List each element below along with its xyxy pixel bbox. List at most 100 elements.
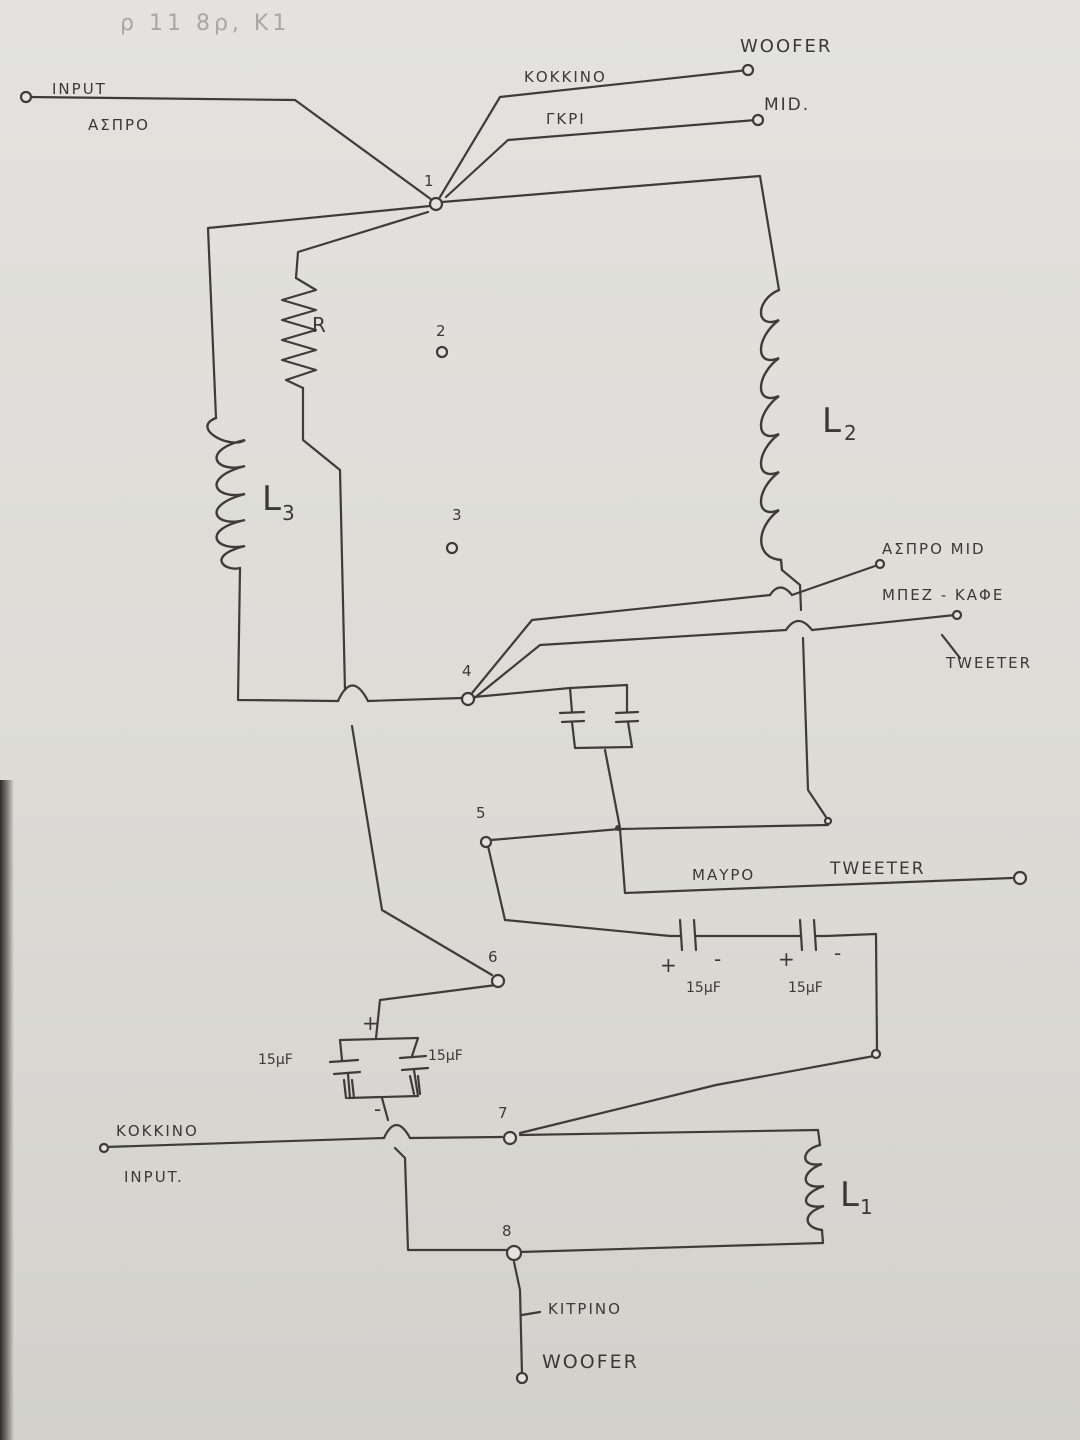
terminal-tweeter-black [1012, 870, 1028, 886]
wire-mid-out [466, 593, 772, 700]
wire-tweeter-hop-out [810, 613, 957, 632]
wire-cap-merge [346, 1094, 420, 1100]
label-cap-tweeter-2: 15μF [788, 980, 823, 996]
node-2-dot [435, 345, 449, 359]
label-l3-main: L [262, 479, 281, 519]
cap-woofer-plus: + [362, 1011, 379, 1035]
terminal-input-bottom [98, 1142, 110, 1154]
wire-hop-node4 [336, 684, 370, 703]
header-scribble: ρ 11 8ρ, K1 [120, 11, 290, 36]
label-mid-top: MID. [764, 95, 810, 115]
wire-right-to-n7 [518, 1054, 876, 1135]
node-label-8: 8 [502, 1222, 512, 1240]
label-l1-main: L [840, 1175, 859, 1215]
wire-n7-l1 [518, 1128, 822, 1147]
tweeter-tick [940, 633, 962, 660]
node-label-1: 1 [424, 172, 434, 190]
node-7 [502, 1130, 518, 1146]
wire-cap-left-up [568, 686, 574, 714]
cap-woofer-right [398, 1036, 430, 1098]
wire-woofer-top [438, 68, 750, 199]
label-mid-top-colour: ΓΚΡΙ [546, 110, 586, 128]
node-8 [505, 1244, 523, 1262]
junction-node5 [615, 825, 621, 831]
label-l2-sub: 2 [844, 421, 857, 445]
node-label-4: 4 [462, 662, 472, 680]
wires [26, 68, 1014, 1377]
wire-right-riser-lower [801, 636, 830, 822]
wire-cap-out [380, 1096, 390, 1122]
wire-n1-right [440, 174, 781, 292]
wire-mid-top [444, 118, 758, 199]
node-4 [460, 691, 476, 707]
junction-caps-right [870, 1048, 882, 1060]
cap-tweeter-1-plus: + [660, 953, 677, 977]
wire-to-node6 [350, 724, 494, 977]
wire-right-riser [780, 568, 803, 612]
node-1 [428, 196, 444, 212]
wire-caps-right [824, 932, 879, 1052]
label-tweeter-black: TWEETER [829, 859, 926, 879]
label-input-bottom-colour: ΚΟΚΚΙΝΟ [116, 1122, 199, 1140]
label-tweeter-black-colour: ΜΑΥΡΟ [692, 866, 755, 884]
node-label-6: 6 [488, 948, 498, 966]
label-tweeter-right: TWEETER [945, 654, 1032, 672]
cap-tweeter-1-minus: - [714, 947, 721, 971]
wire-resistor-down [301, 386, 347, 692]
terminals [19, 63, 1028, 1385]
wire-n8-woofer [512, 1260, 524, 1377]
cap-tweeter-left [668, 918, 708, 952]
terminal-input-top [19, 90, 33, 104]
node-3-dot [445, 541, 459, 555]
label-l1-sub: 1 [860, 1195, 873, 1219]
terminal-woofer-top [741, 63, 755, 77]
wire-cap-down [603, 748, 622, 830]
terminal-woofer-bottom [515, 1371, 529, 1385]
cap-pair-node4 [558, 710, 640, 724]
wire-to-node7 [408, 1135, 504, 1140]
wire-node5-right [489, 823, 830, 842]
label-woofer-bottom: WOOFER [542, 1351, 639, 1373]
cap-woofer-left [328, 1038, 362, 1100]
node-label-3: 3 [452, 506, 462, 524]
cap-woofer-minus: - [374, 1097, 381, 1121]
wire-n1-left [206, 204, 432, 420]
wire-input-top [26, 95, 434, 202]
label-mid-right: ΑΣΠΡΟ MID [882, 540, 986, 558]
cap-tweeter-right [788, 918, 828, 952]
wire-node5-caps [486, 844, 672, 938]
resistor [280, 276, 318, 390]
wire-l3-bottom [236, 566, 340, 703]
junction-right [823, 816, 833, 826]
label-woofer-top-colour: ΚΟΚΚΙΝΟ [524, 68, 607, 86]
label-l2-main: L [822, 401, 841, 441]
wire-n6-down [374, 983, 498, 1040]
wire-l1-bottom [518, 1228, 825, 1254]
wire-tweeter-hop [784, 619, 814, 632]
label-woofer-bottom-colour: ΚΙΤΡΙΝΟ [548, 1300, 622, 1318]
label-input-top: INPUT [52, 80, 107, 98]
cap-tweeter-2-plus: + [778, 947, 795, 971]
wire-tweeter-out [470, 628, 788, 702]
inductor-l1 [804, 1143, 825, 1232]
node-label-7: 7 [498, 1104, 508, 1122]
table-edge [0, 780, 14, 1440]
wire-cap-left-down [570, 720, 634, 750]
label-cap-woofer-left: 15μF [258, 1052, 293, 1068]
wire-cap-split [338, 1036, 420, 1042]
label-l3-sub: 3 [282, 501, 295, 525]
label-woofer-top: WOOFER [740, 36, 832, 57]
inductor-l2 [759, 288, 784, 572]
label-cap-woofer-right: 15μF [428, 1048, 463, 1064]
label-resistor: R [312, 313, 326, 337]
terminal-tweeter-right [951, 609, 963, 621]
label-input-top-colour: ΑΣΠΡΟ [88, 116, 150, 134]
inductor-l3 [206, 416, 246, 570]
wire-to-node4 [366, 696, 464, 703]
label-tweeter-right-colour: ΜΠΕΖ - ΚΑΦΕ [882, 586, 1004, 604]
wire-arrow [520, 1310, 542, 1317]
terminal-mid-top [751, 113, 765, 127]
wire-hop-input [382, 1123, 412, 1140]
